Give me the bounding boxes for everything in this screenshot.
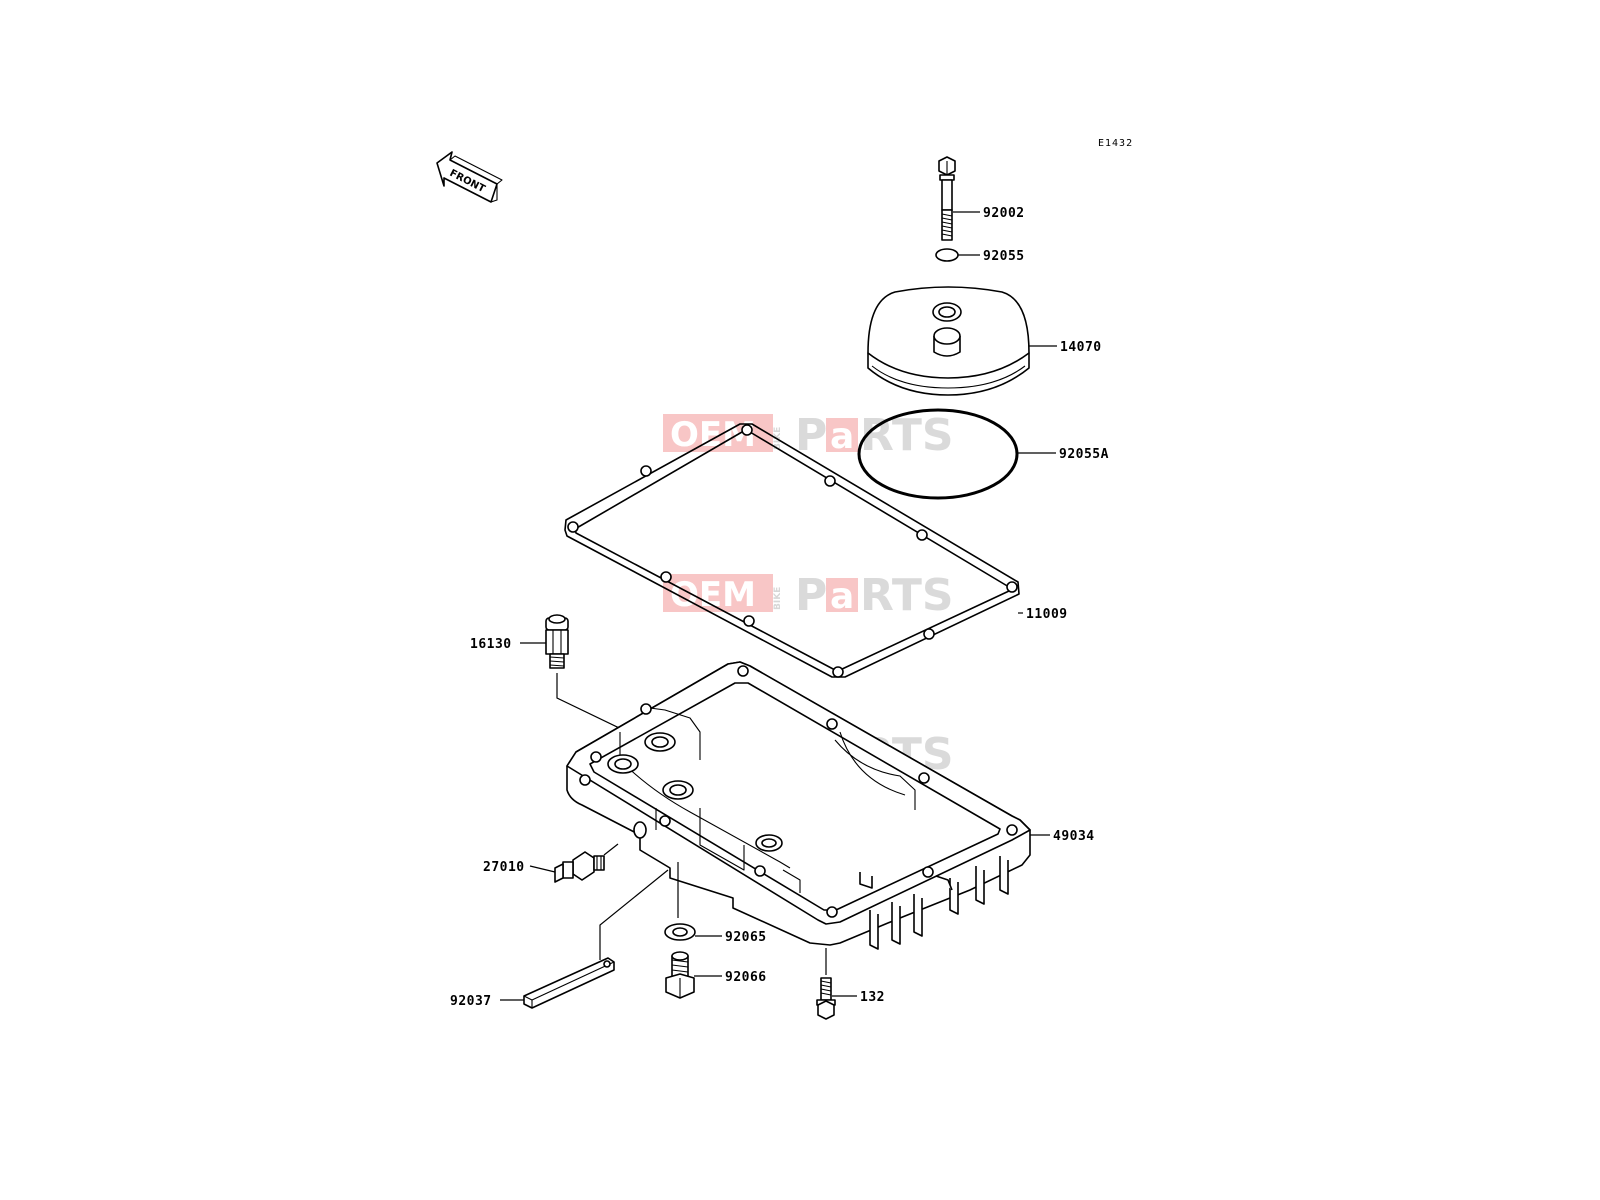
part-label-92066: 92066 bbox=[725, 970, 767, 985]
clamp-92037: 92037 bbox=[450, 869, 669, 1009]
part-label-49034: 49034 bbox=[1053, 829, 1095, 844]
oring-92055A: 92055A bbox=[857, 408, 1109, 500]
part-label-92037: 92037 bbox=[450, 994, 492, 1009]
reference-code: E1432 bbox=[1098, 138, 1133, 149]
part-label-92065: 92065 bbox=[725, 930, 767, 945]
svg-text:P: P bbox=[795, 570, 827, 621]
switch-27010: 27010 bbox=[483, 843, 619, 883]
part-label-92002: 92002 bbox=[983, 206, 1025, 221]
svg-text:a: a bbox=[830, 416, 854, 457]
svg-text:BIKE: BIKE bbox=[773, 427, 783, 450]
fitting-16130: 16130 bbox=[470, 614, 641, 739]
gasket-11009: 11009 bbox=[564, 423, 1068, 678]
cover-14070: 14070 bbox=[867, 286, 1102, 396]
bolt-132: 132 bbox=[816, 948, 885, 1020]
oring-92055: 92055 bbox=[935, 248, 1025, 264]
front-arrow-icon: FRONT bbox=[436, 151, 503, 203]
drain-plug-92066: 92066 bbox=[665, 951, 767, 999]
watermark-middle: OEM BIKE P a RTS bbox=[663, 570, 954, 621]
svg-text:RTS: RTS bbox=[860, 570, 954, 621]
oil-pan-49034: 49034 bbox=[566, 661, 1095, 950]
svg-text:BIKE: BIKE bbox=[773, 587, 783, 610]
part-label-92055: 92055 bbox=[983, 249, 1025, 264]
washer-92065: 92065 bbox=[664, 862, 767, 945]
part-label-11009: 11009 bbox=[1026, 607, 1068, 622]
svg-text:P: P bbox=[795, 410, 827, 461]
part-label-92055A: 92055A bbox=[1059, 447, 1109, 462]
part-label-14070: 14070 bbox=[1060, 340, 1102, 355]
bolt-92002: 92002 bbox=[938, 156, 1025, 241]
part-label-27010: 27010 bbox=[483, 860, 525, 875]
svg-text:OEM: OEM bbox=[670, 575, 756, 615]
svg-text:a: a bbox=[830, 576, 854, 617]
part-label-16130: 16130 bbox=[470, 637, 512, 652]
watermark-top: OEM BIKE P a RTS bbox=[663, 410, 954, 461]
svg-text:RTS: RTS bbox=[860, 410, 954, 461]
part-label-132: 132 bbox=[860, 990, 885, 1005]
